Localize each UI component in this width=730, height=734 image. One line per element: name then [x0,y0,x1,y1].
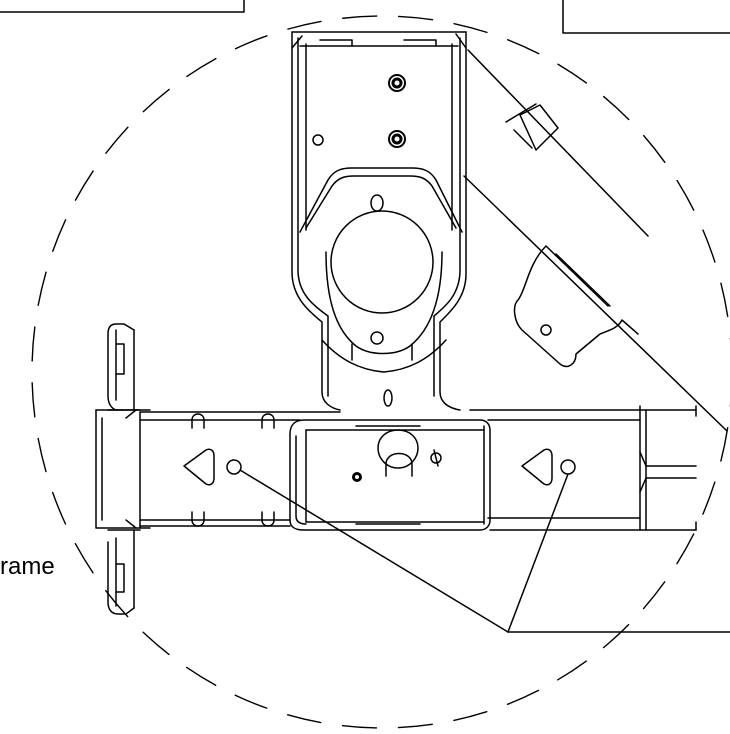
center-boss [299,167,463,373]
left-side-tab [107,323,141,615]
crossbar-slots [191,413,275,527]
leader-lines [239,469,730,633]
top-left-label-box [0,0,245,13]
callout-label: rame [0,553,55,580]
keyhole-slots [183,448,576,486]
vertical-mount-plate [291,31,467,411]
top-right-label-box [562,0,730,34]
plate-holes [312,74,406,407]
diagonal-strap [463,49,728,432]
diagonal-clip [513,245,639,368]
center-clamp-plate [289,419,491,531]
